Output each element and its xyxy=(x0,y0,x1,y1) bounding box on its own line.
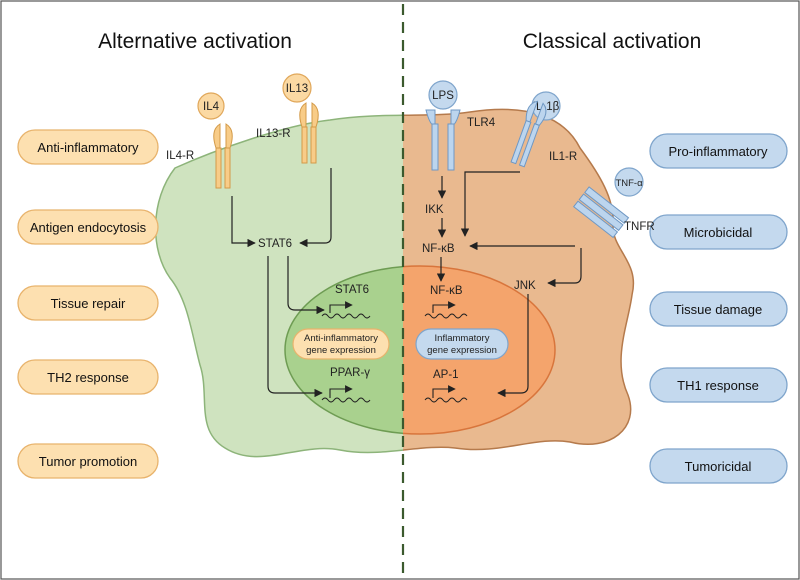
pparg-dna-icon xyxy=(321,397,371,403)
tnfa-label: TNF-α xyxy=(615,178,643,189)
jnk-label: JNK xyxy=(514,280,536,292)
ap1-dna-icon xyxy=(424,397,468,403)
infl-gene-line1: Inflammatory xyxy=(435,333,490,344)
nfkb-nucleus-label: NF-κB xyxy=(430,285,463,297)
outcome-pill-tumor-promotion: Tumor promotion xyxy=(17,443,159,479)
tnfr-label: TNFR xyxy=(624,221,655,233)
outcome-pill-anti-inflammatory: Anti-inflammatory xyxy=(17,129,159,165)
outcome-label: Tumoricidal xyxy=(685,459,752,474)
tnfr-receptor-icon xyxy=(572,186,630,239)
outcome-label: Microbicidal xyxy=(684,225,753,240)
il4-label: IL4 xyxy=(203,101,220,113)
outcome-pill-tissue-repair: Tissue repair xyxy=(17,285,159,321)
il1r-to-nfkb-arrow xyxy=(460,171,520,237)
outcome-label: Tumor promotion xyxy=(39,454,138,469)
stat6-dna-icon xyxy=(321,313,371,319)
right-outcomes: Pro-inflammatory Microbicidal Tissue dam… xyxy=(649,133,788,484)
stat6-to-nucleus-arrow xyxy=(287,256,325,315)
outcome-label: Tissue damage xyxy=(674,302,762,317)
outcome-label: TH1 response xyxy=(677,378,759,393)
il4r-to-stat6-arrow xyxy=(231,196,256,248)
lps-ligand-icon xyxy=(428,80,458,110)
infl-gene-line2: gene expression xyxy=(427,345,497,356)
il13r-to-stat6-arrow xyxy=(299,168,332,248)
anti-gene-line2: gene expression xyxy=(306,345,376,356)
il1b-label: IL-1β xyxy=(533,101,560,113)
left-outcomes: Anti-inflammatory Antigen endocytosis Ti… xyxy=(17,129,159,479)
il4r-label: IL4-R xyxy=(166,150,194,162)
title-classical: Classical activation xyxy=(523,30,702,53)
nfkb-dna-icon xyxy=(424,313,468,319)
il4-ligand-icon xyxy=(197,92,225,120)
anti-inflammatory-gene-expression-pill: Anti-inflammatory gene expression xyxy=(292,328,390,360)
nfkb-promoter-arrow xyxy=(432,301,456,313)
pparg-label: PPAR-γ xyxy=(330,367,370,379)
nfkb-cytoplasm-label: NF-κB xyxy=(422,243,455,255)
il13-ligand-icon xyxy=(282,73,312,103)
outcome-pill-tumoricidal: Tumoricidal xyxy=(649,448,788,484)
il13-label: IL13 xyxy=(286,83,308,95)
tnfr-to-jnk-arrow xyxy=(547,248,582,288)
outcome-pill-pro-inflammatory: Pro-inflammatory xyxy=(649,133,788,169)
outcome-label: Pro-inflammatory xyxy=(669,144,768,159)
outcome-pill-antigen-endocytosis: Antigen endocytosis xyxy=(17,209,159,245)
outcome-pill-microbicidal: Microbicidal xyxy=(649,214,788,250)
ap1-label: AP-1 xyxy=(433,369,459,381)
title-alternative: Alternative activation xyxy=(98,30,292,53)
inflammatory-gene-expression-pill: Inflammatory gene expression xyxy=(415,328,509,360)
il1r-receptor-icon xyxy=(510,100,547,168)
jnk-to-ap1-arrow xyxy=(497,294,529,398)
il1r-label: IL1-R xyxy=(549,151,577,163)
signal-arrows xyxy=(231,168,582,398)
outcome-pill-th2-response: TH2 response xyxy=(17,359,159,395)
il13r-label: IL13-R xyxy=(256,128,291,140)
stat6-to-pparg-arrow xyxy=(267,256,323,398)
ap1-promoter-arrow xyxy=(432,385,456,398)
ikk-label: IKK xyxy=(425,204,444,216)
anti-gene-line1: Anti-inflammatory xyxy=(304,333,378,344)
outcome-pill-tissue-damage: Tissue damage xyxy=(649,291,788,327)
pparg-promoter-arrow xyxy=(329,385,353,398)
stat6-promoter-arrow xyxy=(329,301,353,313)
outcome-label: Antigen endocytosis xyxy=(30,220,147,235)
outcome-label: TH2 response xyxy=(47,370,129,385)
lps-label: LPS xyxy=(432,90,454,102)
il13-receptor-icon xyxy=(299,102,319,164)
stat6-cytoplasm-label: STAT6 xyxy=(258,238,292,250)
tnfa-ligand-icon xyxy=(614,167,644,197)
outcome-label: Tissue repair xyxy=(51,296,126,311)
tlr4-label: TLR4 xyxy=(467,117,496,129)
il4-receptor-icon xyxy=(213,123,233,189)
stat6-nucleus-label: STAT6 xyxy=(335,284,369,296)
outcome-pill-th1-response: TH1 response xyxy=(649,367,788,403)
tlr4-receptor-icon xyxy=(425,109,461,171)
outcome-label: Anti-inflammatory xyxy=(37,140,139,155)
